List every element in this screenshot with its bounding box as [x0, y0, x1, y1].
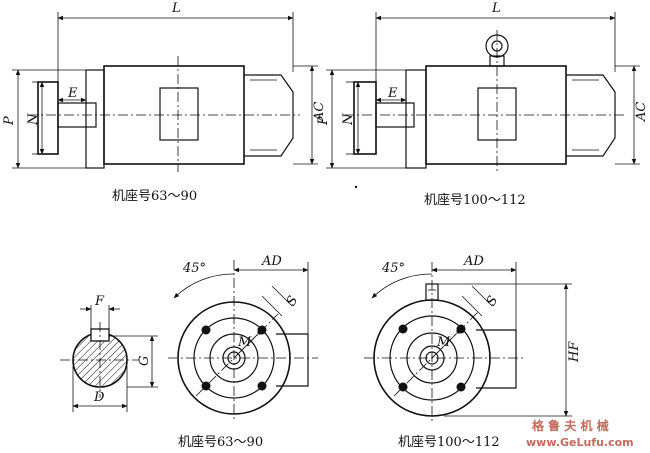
dim-S-label-2: S [484, 293, 501, 308]
watermark-brand: 格 鲁 夫 机 械 [532, 418, 609, 433]
dim-P-label: P [2, 116, 17, 126]
dim-N-label-2: N [341, 113, 356, 126]
dim-L-label: L [171, 1, 181, 16]
dim-P-label-2: P [316, 116, 331, 126]
dim-AD-label: AD [261, 254, 282, 269]
end-view-63-90: 45° AD S M 机座号63～90 [168, 254, 318, 450]
dim-AC-label: AC [312, 102, 327, 122]
end-view-100-112: 45° AD S M HF 机座号100～112 [364, 254, 582, 450]
side-view-63-90: L P N E AC 机座号63～90 [2, 1, 327, 204]
caption-end-100-112: 机座号100～112 [398, 435, 500, 450]
dim-M-label: M [237, 335, 252, 350]
dim-E-label-2: E [387, 86, 398, 101]
dim-M-label-2: M [436, 335, 451, 350]
dim-L-label-2: L [491, 1, 501, 16]
dim-HF-label: HF [567, 341, 582, 363]
dim-G-label: G [137, 356, 152, 366]
side-view-100-112: L P N E AC 机座号100～112 [316, 1, 649, 208]
angle-45-label: 45° [182, 261, 206, 276]
caption-end-63-90: 机座号63～90 [178, 435, 263, 450]
watermark-url: www.GeLufu.com [526, 436, 634, 449]
dim-N-label: N [26, 113, 41, 126]
dim-S-label: S [284, 293, 301, 308]
dim-D-label: D [93, 390, 105, 405]
shaft-section: F G D [60, 294, 158, 412]
dim-F-label: F [94, 294, 105, 309]
caption-side-100-112: 机座号100～112 [424, 193, 526, 208]
dim-AC-label-2: AC [634, 102, 649, 122]
dim-E-label: E [67, 86, 78, 101]
caption-side-63-90: 机座号63～90 [112, 189, 197, 204]
angle-45-label-2: 45° [381, 261, 405, 276]
dim-AD-label-2: AD [463, 254, 484, 269]
